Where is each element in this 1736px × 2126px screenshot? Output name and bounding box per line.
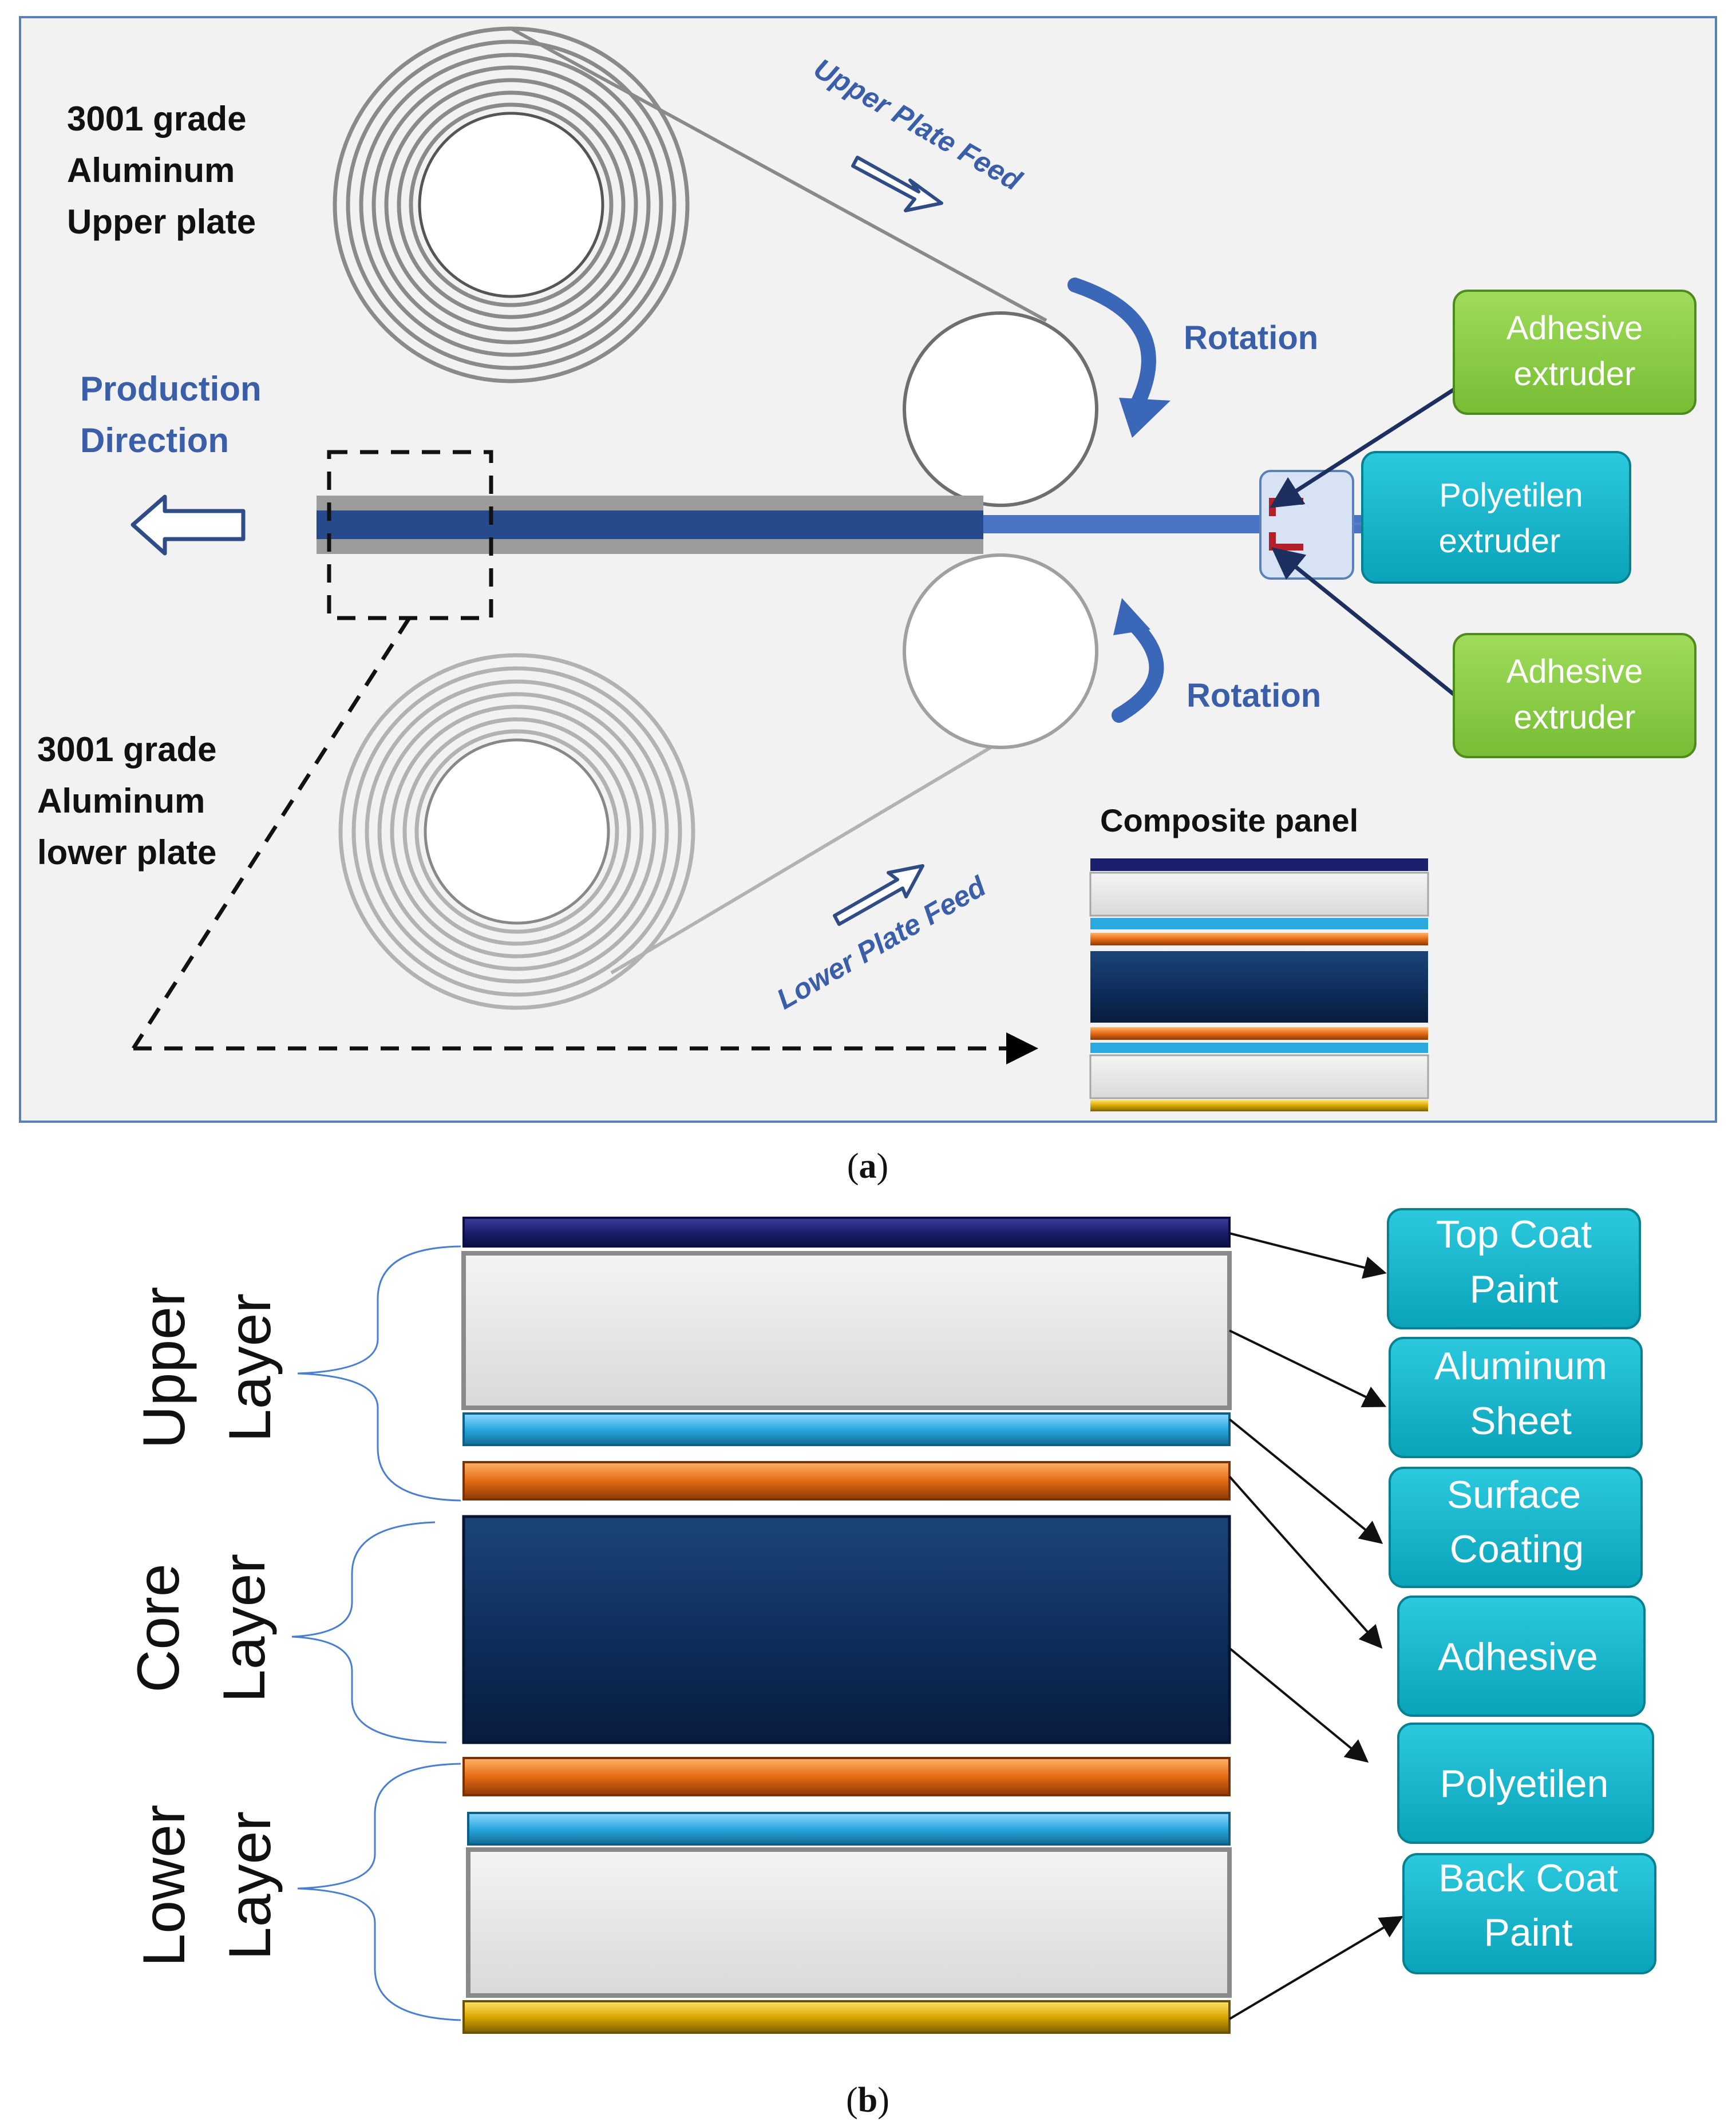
rotation-arrow-top bbox=[1067, 278, 1156, 414]
polyetilen-extruder: Polyetilen extruder bbox=[1361, 451, 1631, 584]
lower-coil-label-line1: 3001 grade bbox=[37, 730, 217, 769]
top-coat-layer bbox=[462, 1217, 1231, 1248]
lower-coil-core bbox=[424, 738, 610, 925]
rotation-arrow-bottom bbox=[1112, 613, 1164, 723]
adhesive-extruder-bottom: Adhesive extruder bbox=[1453, 633, 1697, 758]
lower-layer-label-line2: Layer bbox=[217, 1811, 283, 1960]
callout-adhesive: Adhesive bbox=[1397, 1596, 1646, 1717]
upper-roller bbox=[903, 311, 1098, 507]
adhesive-bottom-feed-arrow bbox=[1271, 547, 1462, 702]
surface-coating-lower-layer bbox=[467, 1812, 1231, 1846]
aluminum-sheet-lower-layer bbox=[466, 1847, 1232, 1998]
callout-back-coat-paint: Back Coat Paint bbox=[1402, 1853, 1656, 1974]
surface-coating-upper-layer bbox=[462, 1412, 1231, 1446]
upper-coil-label-line3: Upper plate bbox=[67, 203, 256, 241]
rotation-label-bottom: Rotation bbox=[1187, 677, 1321, 714]
callout-arrows bbox=[1228, 1232, 1403, 2020]
rotation-arrow-top-head bbox=[1119, 398, 1170, 438]
extrusion-die bbox=[1259, 470, 1354, 580]
adhesive-lower-layer bbox=[462, 1757, 1231, 1796]
upper-layer-label-line1: Upper bbox=[131, 1286, 197, 1448]
lower-roller bbox=[903, 553, 1098, 749]
upper-layer-brace bbox=[297, 1245, 461, 1502]
upper-coil-core bbox=[418, 112, 604, 298]
callout-surface-line1: Surface bbox=[1447, 1473, 1581, 1517]
polyetilen-extruder-line2: extruder bbox=[1439, 522, 1561, 560]
rotation-label-top: Rotation bbox=[1184, 319, 1318, 357]
polyetilen-extruder-line1: Polyetilen bbox=[1439, 477, 1583, 514]
core-layer-label-line1: Core bbox=[125, 1563, 192, 1692]
adhesive-extruder-top-line2: extruder bbox=[1514, 355, 1636, 393]
callout-top-coat-paint: Top Coat Paint bbox=[1387, 1208, 1641, 1329]
production-direction-line2: Direction bbox=[80, 421, 229, 460]
lower-coil-label: 3001 grade Aluminum lower plate bbox=[37, 730, 217, 872]
core-layer-label-line2: Layer bbox=[211, 1554, 278, 1703]
upper-plate-web bbox=[510, 27, 1047, 322]
callout-top-coat-line1: Top Coat bbox=[1436, 1213, 1592, 1256]
upper-coil-label: 3001 grade Aluminum Upper plate bbox=[67, 100, 256, 241]
back-coat-layer bbox=[462, 2000, 1231, 2034]
callout-polyetilen-line1: Polyetilen bbox=[1440, 1762, 1609, 1806]
lower-coil-label-line3: lower plate bbox=[37, 833, 216, 872]
lower-aluminum-coil bbox=[338, 653, 695, 1010]
callout-aluminum-line2: Sheet bbox=[1470, 1399, 1572, 1443]
adhesive-upper-layer bbox=[462, 1461, 1231, 1501]
callout-back-coat-line2: Paint bbox=[1484, 1911, 1573, 1954]
callout-polyetilen: Polyetilen bbox=[1397, 1723, 1654, 1844]
composite-panel-mini bbox=[1089, 858, 1429, 1111]
production-direction-line1: Production bbox=[80, 370, 262, 408]
rotation-arrow-bottom-head bbox=[1113, 598, 1150, 635]
adhesive-extruder-bottom-line1: Adhesive bbox=[1506, 653, 1643, 690]
callout-adhesive-line1: Adhesive bbox=[1438, 1635, 1598, 1678]
upper-layer-label-line2: Layer bbox=[217, 1293, 283, 1442]
callout-surface-coating: Surface Coating bbox=[1389, 1467, 1643, 1588]
adhesive-top-feed-arrow bbox=[1270, 383, 1462, 508]
callout-surface-line2: Coating bbox=[1450, 1527, 1584, 1571]
lower-layer-label-line1: Lower bbox=[131, 1804, 197, 1966]
caption-b: (b) bbox=[846, 2081, 889, 2120]
zoom-region-box bbox=[327, 450, 493, 620]
polyetilen-core-layer bbox=[462, 1515, 1231, 1744]
adhesive-extruder-bottom-line2: extruder bbox=[1514, 699, 1636, 736]
upper-feed-arrow-icon bbox=[851, 156, 943, 212]
layer-stack bbox=[461, 1217, 1232, 2034]
adhesive-extruder-top: Adhesive extruder bbox=[1453, 290, 1697, 415]
zoom-pointer-diagonal bbox=[132, 617, 411, 1050]
core-layer-brace bbox=[291, 1521, 447, 1744]
callout-back-coat-line1: Back Coat bbox=[1438, 1856, 1618, 1900]
caption-a: (a) bbox=[847, 1147, 888, 1186]
adhesive-extruder-top-line1: Adhesive bbox=[1506, 310, 1643, 347]
upper-coil-label-line2: Aluminum bbox=[67, 151, 235, 189]
lower-plate-web bbox=[610, 737, 1007, 975]
adhesive-nozzle-bottom bbox=[1269, 532, 1303, 551]
lower-feed-arrow-icon bbox=[833, 864, 924, 926]
lower-layer-brace bbox=[297, 1763, 461, 2021]
aluminum-sheet-upper-layer bbox=[461, 1251, 1232, 1410]
composite-panel-label: Composite panel bbox=[1100, 802, 1358, 838]
composite-strip-core bbox=[317, 510, 983, 539]
upper-coil-label-line1: 3001 grade bbox=[67, 100, 247, 138]
production-direction-arrow-icon bbox=[131, 494, 246, 556]
callout-top-coat-line2: Paint bbox=[1470, 1268, 1559, 1311]
callout-aluminum-sheet: Aluminum Sheet bbox=[1389, 1337, 1643, 1458]
lower-coil-label-line2: Aluminum bbox=[37, 782, 205, 820]
callout-aluminum-line1: Aluminum bbox=[1434, 1344, 1607, 1388]
